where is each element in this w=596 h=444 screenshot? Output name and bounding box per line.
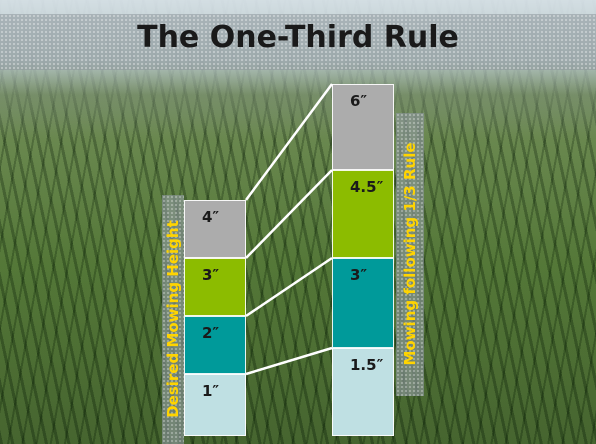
slide-title: The One-Third Rule	[137, 20, 459, 55]
left-segment-label-3: 2″	[202, 324, 220, 342]
left-segment-4	[184, 374, 246, 436]
connector-line-2	[245, 169, 333, 259]
left-segment-label-1: 4″	[202, 208, 220, 226]
right-segment-label-1: 6″	[350, 92, 368, 110]
connector-line-3	[245, 256, 333, 318]
right-segment-label-4: 1.5″	[350, 356, 384, 374]
left-segment-label-4: 1″	[202, 382, 220, 400]
left-label-strip	[162, 195, 184, 444]
left-segment-label-2: 3″	[202, 266, 220, 284]
left-segment-1	[184, 200, 246, 258]
left-segment-3	[184, 316, 246, 374]
right-label-strip	[396, 113, 424, 396]
connector-line-1	[244, 83, 334, 201]
left-segment-2	[184, 258, 246, 316]
right-segment-1	[332, 84, 394, 170]
right-segment-2	[332, 170, 394, 258]
title-banner	[0, 14, 596, 70]
right-segment-label-3: 3″	[350, 266, 368, 284]
connector-line-4	[245, 346, 333, 376]
right-segment-4	[332, 348, 394, 436]
right-segment-3	[332, 258, 394, 348]
right-segment-label-2: 4.5″	[350, 178, 384, 196]
